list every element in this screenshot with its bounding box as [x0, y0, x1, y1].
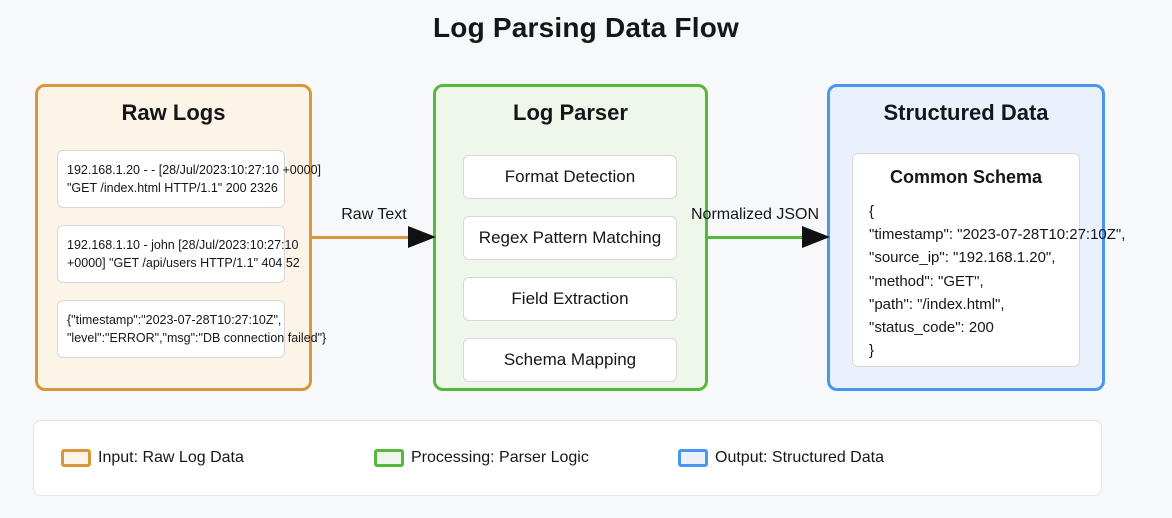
log-entry-card: 192.168.1.10 - john [28/Jul/2023:10:27:1… [57, 225, 300, 283]
node-log-parser-title: Log Parser [513, 100, 628, 125]
schema-title: Common Schema [889, 167, 1043, 187]
log-line: 192.168.1.10 - john [28/Jul/2023:10:27:1… [67, 238, 299, 252]
node-structured-data-title: Structured Data [883, 100, 1049, 125]
schema-line: { [869, 203, 875, 220]
arrow-raw-text-line [312, 236, 409, 239]
schema-card: Common Schema { "timestamp": "2023-07-28… [852, 153, 1126, 367]
log-line: +0000] "GET /api/users HTTP/1.1" 404 52 [67, 256, 300, 270]
legend-label: Input: Raw Log Data [98, 449, 244, 466]
arrowhead-icon [408, 226, 436, 248]
arrow-normalized-json-line [708, 236, 803, 239]
legend: Input: Raw Log Data Processing: Parser L… [33, 420, 1102, 496]
log-entry-card: {"timestamp":"2023-07-28T10:27:10Z", "le… [57, 300, 327, 358]
diagram-title: Log Parsing Data Flow [432, 12, 739, 43]
legend-item-processing: Processing: Parser Logic [374, 421, 589, 495]
schema-line: "timestamp": "2023-07-28T10:27:10Z", [869, 226, 1126, 244]
parser-step: Regex Pattern Matching [463, 216, 677, 260]
legend-swatch-processing [374, 449, 404, 467]
log-line: "level":"ERROR","msg":"DB connection fai… [67, 331, 327, 345]
parser-step: Field Extraction [463, 277, 677, 321]
node-raw-logs: Raw Logs 192.168.1.20 - - [28/Jul/2023:1… [35, 84, 327, 391]
arrow-normalized-json-label: Normalized JSON [691, 206, 820, 223]
legend-item-input: Input: Raw Log Data [61, 421, 244, 495]
schema-line: "method": "GET", [869, 272, 984, 290]
schema-line: } [869, 342, 875, 360]
schema-line: "path": "/index.html", [869, 295, 1005, 313]
schema-line: "status_code": 200 [869, 319, 994, 337]
log-line: 192.168.1.20 - - [28/Jul/2023:10:27:10 +… [67, 163, 322, 177]
arrow-raw-text-label: Raw Text [341, 206, 407, 223]
legend-swatch-input [61, 449, 91, 467]
legend-label: Processing: Parser Logic [411, 449, 589, 466]
legend-item-output: Output: Structured Data [678, 421, 884, 495]
node-log-parser: Log Parser Format Detection Regex Patter… [433, 84, 708, 391]
arrowhead-icon [802, 226, 830, 248]
node-structured-data: Structured Data Common Schema { "timesta… [827, 84, 1126, 391]
parser-step: Format Detection [463, 155, 677, 199]
node-raw-logs-title: Raw Logs [121, 100, 226, 125]
log-line: "GET /index.html HTTP/1.1" 200 2326 [67, 181, 278, 195]
legend-label: Output: Structured Data [715, 449, 884, 466]
log-line: {"timestamp":"2023-07-28T10:27:10Z", [67, 313, 282, 327]
parser-step: Schema Mapping [463, 338, 677, 382]
schema-line: "source_ip": "192.168.1.20", [869, 249, 1056, 267]
legend-swatch-output [678, 449, 708, 467]
log-entry-card: 192.168.1.20 - - [28/Jul/2023:10:27:10 +… [57, 150, 322, 208]
